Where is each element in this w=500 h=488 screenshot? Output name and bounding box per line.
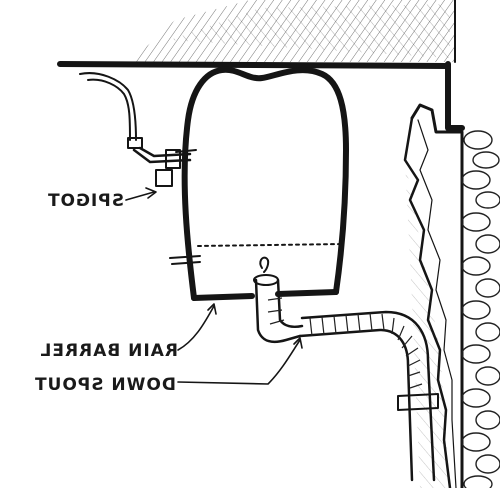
- label-rain-barrel: RAIN BARREL: [40, 341, 178, 361]
- rain-barrel-label-text: RAIN BARREL: [40, 341, 178, 361]
- siding-stones: [462, 131, 500, 488]
- label-down-spout: DOWN SPOUT: [34, 375, 176, 395]
- spigot-label-text: SPIGOT: [47, 191, 124, 211]
- house-wall: [405, 105, 500, 488]
- rain-barrel: [170, 70, 346, 298]
- down-spout-label-text: DOWN SPOUT: [34, 375, 176, 395]
- roof-hatching: [130, 0, 455, 62]
- label-spigot: SPIGOT: [47, 191, 124, 211]
- spigot: [80, 73, 196, 186]
